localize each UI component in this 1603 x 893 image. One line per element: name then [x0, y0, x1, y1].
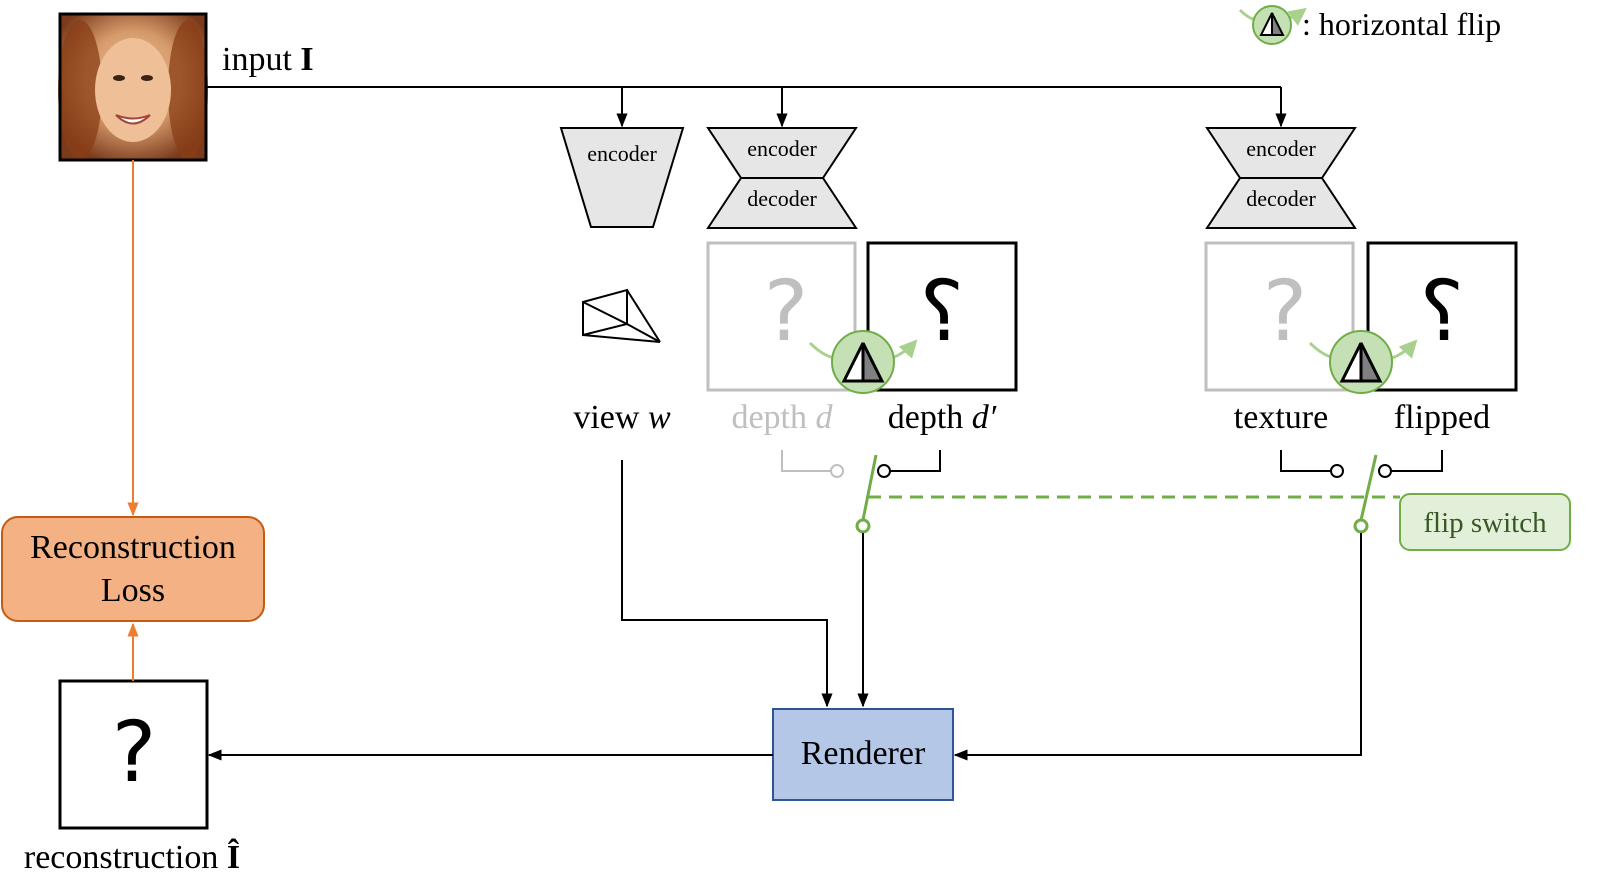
loss-label-line2: Loss: [101, 572, 165, 609]
face-skin: [95, 38, 171, 142]
eye-right: [141, 75, 153, 81]
texture-flip-icon: [1308, 330, 1418, 394]
view-encoder-label: encoder: [587, 141, 657, 166]
depth-caption: depth d: [731, 399, 833, 436]
depth-switch-lever: [861, 454, 878, 521]
legend: : horizontal flip: [1238, 5, 1501, 45]
camera-icon: [582, 288, 661, 343]
flipped-depth-caption: depth d′: [888, 399, 997, 436]
flip-switch-box: [1399, 493, 1571, 551]
view-caption: view w: [573, 399, 671, 436]
hair-right: [168, 20, 208, 160]
view-encoder: [559, 127, 685, 228]
texture-caption: texture: [1234, 399, 1328, 436]
eye-left: [113, 75, 125, 81]
texture-decoder-label: decoder: [1246, 186, 1316, 211]
hair-left: [58, 20, 102, 160]
renderer-box: [772, 708, 954, 801]
reconstruction-label: reconstruction Î: [24, 838, 240, 876]
loss-label-line1: Reconstruction: [30, 529, 236, 566]
depth-map: [706, 241, 857, 392]
depth-encoder-label: encoder: [747, 136, 817, 161]
depth-switch-pivot: [855, 518, 871, 534]
depth-flip-icon: [808, 330, 918, 394]
texture-encoder-label: encoder: [1246, 136, 1316, 161]
input-label: input I: [222, 41, 314, 78]
renderer-label: Renderer: [801, 735, 926, 772]
texture-switch-pivot: [1353, 518, 1369, 534]
flipped-texture-glyph: ?: [1420, 262, 1465, 360]
texture-map: [1204, 241, 1355, 392]
input-image: [58, 12, 208, 162]
flipped-depth-glyph: ?: [920, 262, 965, 360]
texture-switch: [1280, 450, 1443, 534]
legend-flip-icon-right: [1271, 12, 1285, 36]
texture-switch-lever: [1359, 454, 1378, 521]
reconstruction-image: [58, 679, 209, 830]
flip-switch-label: flip switch: [1423, 507, 1547, 539]
flipped-texture-caption: flipped: [1394, 399, 1490, 436]
depth-decoder-label: decoder: [747, 186, 817, 211]
smile: [115, 114, 151, 125]
depth-map-glyph: ?: [764, 262, 809, 360]
renderer-inputs: [621, 460, 1362, 761]
reconstruction-loss-box: [1, 516, 265, 622]
depth-switch: [781, 450, 941, 534]
texture-map-glyph: ?: [1263, 262, 1308, 360]
legend-flip-label: : horizontal flip: [1302, 6, 1501, 42]
input-distribution-lines: [206, 86, 1287, 128]
reconstruction-glyph: ?: [112, 703, 157, 801]
